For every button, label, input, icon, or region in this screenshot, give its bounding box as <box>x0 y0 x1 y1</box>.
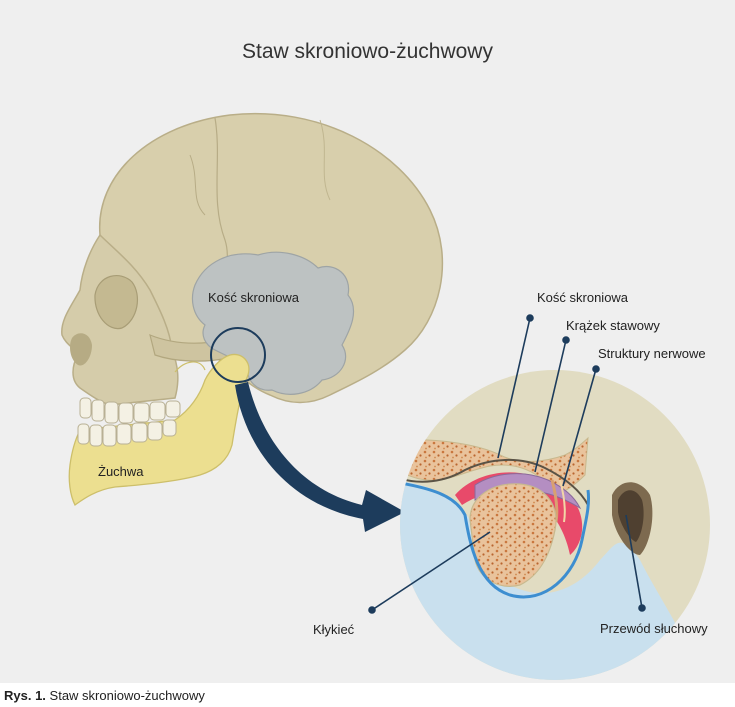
suture-line <box>319 119 331 201</box>
caption-text: Staw skroniowo-żuchwowy <box>49 688 205 703</box>
nerve-structure <box>559 479 566 523</box>
caption-prefix: Rys. 1. <box>4 688 46 703</box>
leader-ear-canal <box>625 514 643 609</box>
glenoid-fossa-outline <box>400 459 589 506</box>
leader-temporal-bone <box>497 317 531 459</box>
label-mandible: Żuchwa <box>98 464 144 479</box>
upper-teeth <box>79 397 181 424</box>
ear-canal-opening <box>618 490 644 542</box>
leader-nerve-structures <box>562 368 597 487</box>
condyle-bone <box>469 483 557 587</box>
label-ear-canal: Przewód słuchowy <box>600 621 708 636</box>
coronoid-process <box>174 361 206 373</box>
joint-capsule <box>400 480 590 599</box>
leader-dot <box>562 336 570 344</box>
leader-articular-disc <box>534 339 567 473</box>
lower-teeth <box>77 419 177 447</box>
temporal-bone <box>191 251 355 395</box>
tmj-detail <box>400 370 710 680</box>
figure-title: Staw skroniowo-żuchwowy <box>242 40 493 63</box>
tmj-illustration <box>61 113 710 680</box>
label-condyle: Kłykieć <box>313 622 355 637</box>
label-temporal-bone-detail: Kość skroniowa <box>537 290 629 305</box>
leader-dot <box>368 606 376 614</box>
label-temporal-bone-skull: Kość skroniowa <box>208 290 300 305</box>
nasal-cavity <box>70 333 92 366</box>
tmj-highlight-circle <box>210 327 266 383</box>
orbit <box>94 274 139 330</box>
leader-dot <box>638 604 646 612</box>
label-nerve-structures: Struktury nerwowe <box>598 346 706 361</box>
leader-lines <box>368 314 646 614</box>
zoom-arrow <box>235 382 405 532</box>
soft-tissue <box>400 480 710 680</box>
figure-caption: Rys. 1. Staw skroniowo-żuchwowy <box>4 688 205 703</box>
skull-group <box>61 113 444 506</box>
leader-dot <box>526 314 534 322</box>
suture-line <box>189 154 206 216</box>
leader-condyle <box>371 531 491 611</box>
label-articular-disc: Krążek stawowy <box>566 318 660 333</box>
leader-dot <box>592 365 600 373</box>
